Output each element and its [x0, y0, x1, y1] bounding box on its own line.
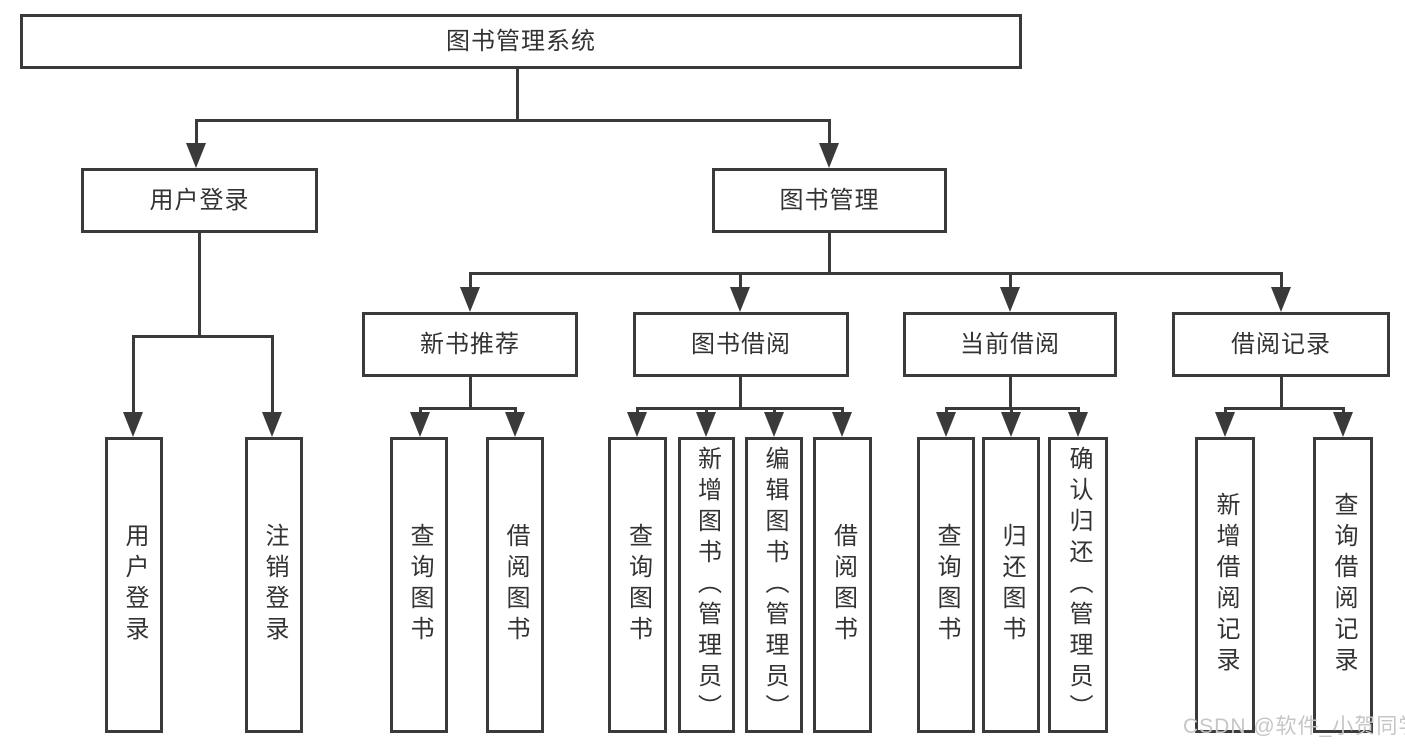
connector-vline — [514, 407, 517, 413]
arrow-down-icon — [1001, 412, 1021, 437]
connector-vline — [841, 407, 844, 413]
arrow-down-icon — [764, 412, 784, 437]
leaf-borrow-books-1: 借阅图书 — [486, 437, 544, 733]
leaf-query-books-3: 查询图书 — [917, 437, 975, 733]
leaf-return-books: 归还图书 — [982, 437, 1040, 733]
arrow-down-icon — [1215, 412, 1235, 437]
node-new-book-recommendation: 新书推荐 — [362, 312, 578, 377]
connector-vline — [739, 377, 742, 409]
connector-vline — [773, 407, 776, 413]
arrow-down-icon — [505, 412, 525, 437]
node-current-borrowing: 当前借阅 — [903, 312, 1117, 377]
watermark: CSDN @软件_小贺同学 — [1183, 715, 1405, 738]
leaf-logout: 注销登录 — [245, 437, 303, 733]
connector-vline — [516, 69, 519, 121]
node-borrowing-records: 借阅记录 — [1172, 312, 1390, 377]
arrow-down-icon — [819, 143, 839, 168]
arrow-down-icon — [1333, 412, 1353, 437]
leaf-query-borrow-record: 查询借阅记录 — [1313, 437, 1373, 733]
arrow-down-icon — [936, 412, 956, 437]
arrow-down-icon — [123, 412, 143, 437]
connector-vline — [828, 233, 831, 274]
connector-vline — [469, 272, 472, 288]
leaf-query-books-2: 查询图书 — [608, 437, 667, 733]
connector-vline — [1280, 377, 1283, 409]
leaf-edit-book-admin: 编辑图书（管理员） — [745, 437, 803, 733]
leaf-add-book-admin: 新增图书（管理员） — [678, 437, 735, 733]
leaf-query-books-1: 查询图书 — [390, 437, 448, 733]
connector-vline — [1280, 272, 1283, 288]
connector-vline — [1342, 407, 1345, 413]
node-book-borrowing: 图书借阅 — [633, 312, 849, 377]
node-library-management-system: 图书管理系统 — [20, 14, 1022, 69]
leaf-confirm-return-admin: 确认归还（管理员） — [1048, 437, 1108, 733]
connector-vline — [419, 407, 422, 413]
connector-vline — [195, 119, 198, 144]
connector-vline — [271, 335, 274, 413]
connector-vline — [705, 407, 708, 413]
connector-vline — [1009, 377, 1012, 409]
connector-hline — [1224, 407, 1345, 410]
leaf-add-borrow-record: 新增借阅记录 — [1195, 437, 1255, 733]
node-book-management: 图书管理 — [712, 168, 947, 233]
connector-hline — [419, 407, 517, 410]
arrow-down-icon — [1000, 287, 1020, 312]
arrow-down-icon — [832, 412, 852, 437]
connector-hline — [132, 335, 274, 338]
connector-hline — [195, 119, 831, 122]
arrow-down-icon — [730, 287, 750, 312]
connector-vline — [132, 335, 135, 413]
connector-vline — [1077, 407, 1080, 413]
connector-hline — [469, 272, 1283, 275]
arrow-down-icon — [627, 412, 647, 437]
connector-vline — [636, 407, 639, 413]
connector-vline — [945, 407, 948, 413]
connector-vline — [828, 119, 831, 144]
leaf-user-login: 用户登录 — [105, 437, 163, 733]
leaf-borrow-books-2: 借阅图书 — [813, 437, 872, 733]
arrow-down-icon — [460, 287, 480, 312]
arrow-down-icon — [1271, 287, 1291, 312]
connector-vline — [739, 272, 742, 288]
arrow-down-icon — [410, 412, 430, 437]
connector-vline — [1009, 272, 1012, 288]
connector-vline — [1010, 407, 1013, 413]
connector-vline — [198, 233, 201, 337]
arrow-down-icon — [696, 412, 716, 437]
arrow-down-icon — [262, 412, 282, 437]
connector-vline — [469, 377, 472, 409]
node-user-login: 用户登录 — [81, 168, 318, 233]
connector-hline — [636, 407, 844, 410]
arrow-down-icon — [1068, 412, 1088, 437]
connector-vline — [1224, 407, 1227, 413]
arrow-down-icon — [186, 143, 206, 168]
